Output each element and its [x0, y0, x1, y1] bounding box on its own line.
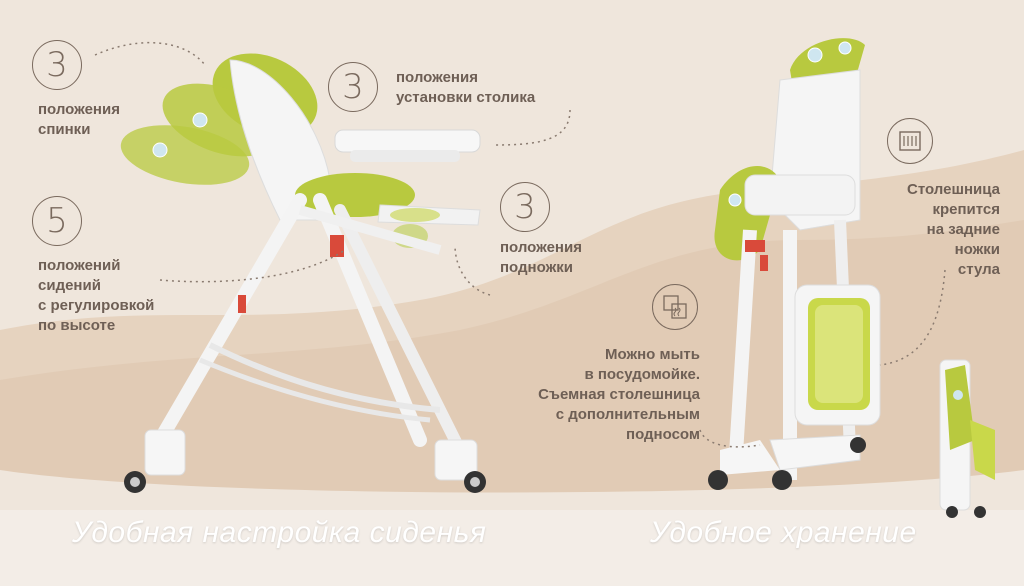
- wheel: [772, 470, 792, 490]
- seat-positions-count: 5: [32, 196, 82, 246]
- tray-positions-count: 3: [328, 62, 378, 112]
- footrest-positions-count: 3: [500, 182, 550, 232]
- dishwasher-label: Можно мыть в посудомойке. Съемная столеш…: [538, 346, 700, 443]
- dishwasher-icon: [652, 284, 698, 330]
- backrest-position-3: [120, 125, 250, 185]
- wheel: [708, 470, 728, 490]
- tray-positions-label: положения установки столика: [396, 69, 536, 106]
- seat-adjustment-caption: Удобная настройка сиденья: [72, 516, 487, 549]
- backrest-positions-count: 3: [32, 40, 82, 90]
- tray-mount-icon: [887, 118, 933, 164]
- backrest-positions-label: положения спинки: [38, 101, 120, 138]
- seat-positions-label: положений сидений с регулировкой по высо…: [38, 257, 155, 334]
- storage-caption: Удобное хранение: [650, 516, 917, 549]
- wheel: [850, 437, 866, 453]
- tray-storage-label: Столешница крепится на задние ножки стул…: [907, 181, 1000, 278]
- footrest-positions-label: положения подножки: [500, 239, 582, 276]
